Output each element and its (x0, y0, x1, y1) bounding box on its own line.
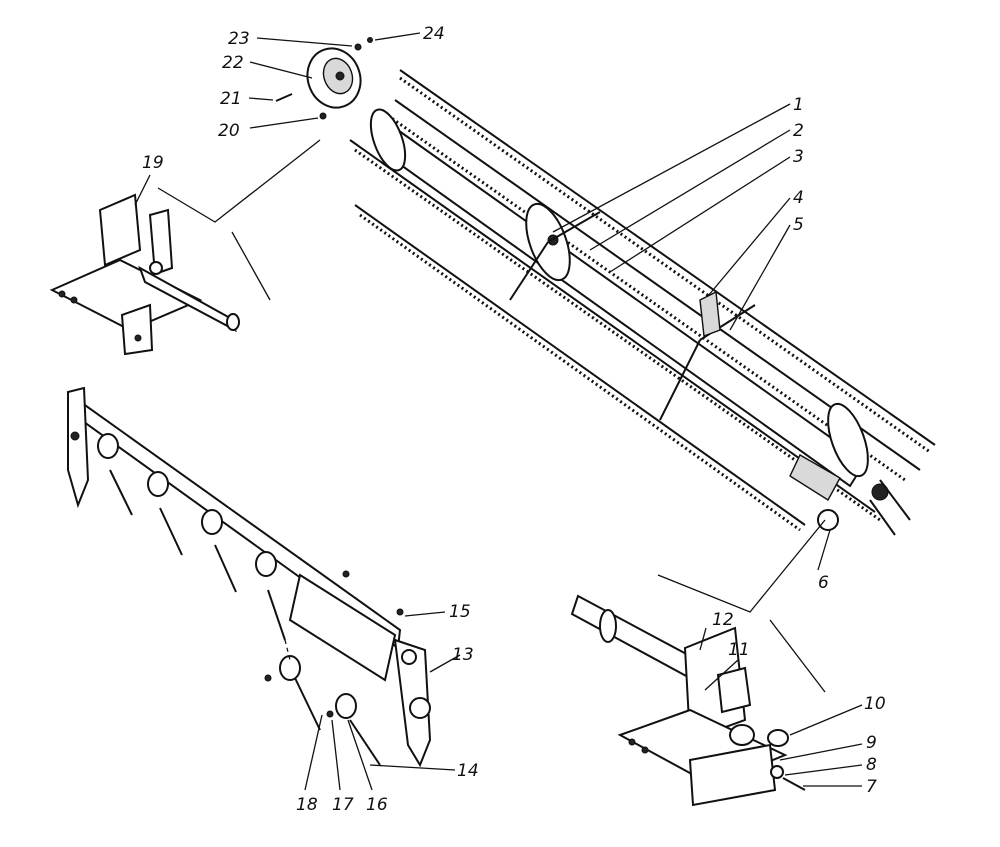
callout-23: 23 (228, 29, 250, 49)
callout-8: 8 (866, 755, 877, 775)
callout-19: 19 (142, 153, 164, 173)
explode-lines (157, 139, 826, 693)
callout-16: 16 (366, 795, 388, 815)
callout-10: 10 (864, 694, 886, 714)
callout-24: 24 (423, 24, 445, 44)
tine-control-shaft (67, 386, 432, 768)
callout-6: 6 (818, 573, 829, 593)
callout-21: 21 (220, 89, 242, 109)
right-reel-support (570, 594, 806, 807)
callout-20: 20 (218, 121, 240, 141)
callout-4: 4 (793, 188, 804, 208)
hub-assembly (275, 37, 373, 120)
callout-11: 11 (728, 640, 750, 660)
callout-12: 12 (712, 610, 734, 630)
leader-lines (134, 32, 863, 791)
callout-9: 9 (866, 733, 877, 753)
callout-1: 1 (793, 95, 804, 115)
callout-22: 22 (222, 53, 244, 73)
callout-3: 3 (793, 147, 804, 167)
callout-13: 13 (452, 645, 474, 665)
callout-14: 14 (457, 761, 479, 781)
callout-2: 2 (793, 121, 804, 141)
callout-15: 15 (449, 602, 471, 622)
callout-7: 7 (866, 777, 877, 797)
reel-assembly (349, 69, 936, 536)
callout-5: 5 (793, 215, 804, 235)
callout-18: 18 (296, 795, 318, 815)
callout-17: 17 (332, 795, 354, 815)
callouts: 1 2 3 4 5 6 7 8 9 10 11 12 13 14 15 16 1… (142, 24, 886, 815)
left-reel-support (49, 193, 240, 356)
